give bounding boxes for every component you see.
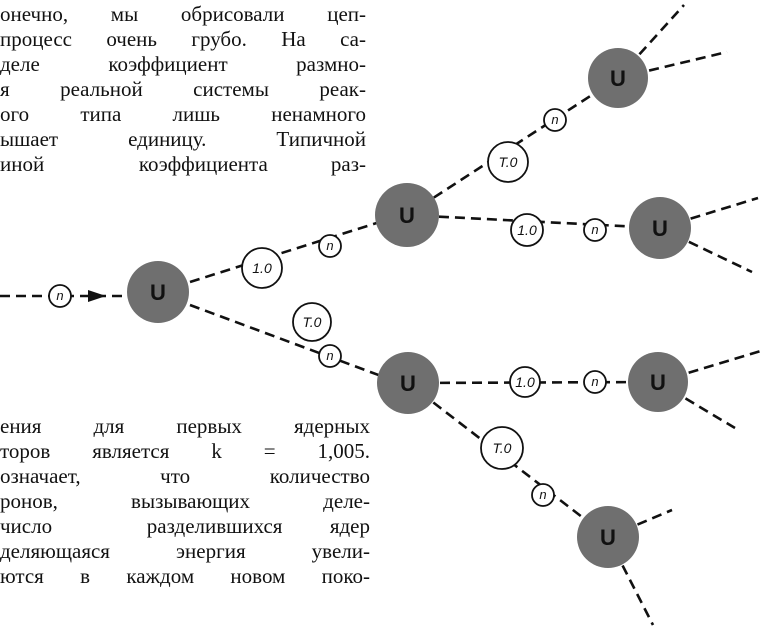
text-line: иной коэффициента раз-	[0, 152, 366, 176]
text-line: торов является k = 1,005.	[0, 439, 370, 463]
reaction-path-1	[189, 213, 403, 284]
reaction-path-2	[189, 303, 401, 385]
reaction-path-13	[607, 508, 673, 539]
text-line: ого типа лишь ненамного	[0, 102, 366, 126]
nucleus-label: U	[610, 66, 626, 91]
text-line: процесс очень грубо. На са-	[0, 27, 366, 51]
marker-circle	[543, 108, 567, 132]
text-line: ронов, вызывающих деле-	[0, 489, 370, 513]
nucleus: U	[377, 352, 439, 414]
marker-label: T.0	[493, 440, 512, 456]
nucleus-label: U	[650, 370, 666, 395]
nucleus-label: U	[652, 216, 668, 241]
marker-label: n	[551, 112, 558, 127]
marker-circle	[480, 426, 524, 470]
marker-label: n	[591, 374, 598, 389]
nucleus: U	[127, 261, 189, 323]
reaction-path-6	[407, 381, 609, 539]
neutron-marker: n	[531, 483, 555, 507]
neutron-marker: T.0	[487, 141, 529, 183]
neutron-marker: 1.0	[510, 213, 544, 247]
neutron-marker: n	[318, 234, 342, 258]
text-line: число разделившихся ядер	[0, 514, 370, 538]
text-line: онечно, мы обрисовали цеп-	[0, 2, 366, 26]
nucleus-label: U	[600, 525, 616, 550]
marker-label: n	[326, 348, 333, 363]
marker-label: n	[326, 238, 333, 253]
text-top: онечно, мы обрисовали цеп- процесс очень…	[0, 2, 366, 177]
marker-label: n	[539, 487, 546, 502]
nucleus: U	[628, 352, 688, 412]
marker-label: n	[591, 222, 598, 237]
marker-circle	[48, 284, 72, 308]
nucleus-label: U	[400, 371, 416, 396]
neutron-marker: 1.0	[241, 247, 283, 289]
nucleus: U	[629, 197, 691, 259]
marker-circle	[509, 366, 541, 398]
marker-circle	[318, 344, 342, 368]
neutron-marker: n	[543, 108, 567, 132]
text-line: ются в каждом новом поко-	[0, 564, 370, 588]
marker-label: n	[56, 288, 63, 303]
text-line: ения для первых ядерных	[0, 414, 370, 438]
text-line: ышает единицу. Типичной	[0, 127, 366, 151]
marker-label: T.0	[303, 314, 322, 330]
neutron-marker: n	[583, 218, 607, 242]
marker-label: 1.0	[252, 260, 272, 276]
nucleus: U	[588, 48, 648, 108]
text-bottom: ения для первых ядерных торов является k…	[0, 414, 370, 589]
nucleus-circle	[127, 261, 189, 323]
nucleus: U	[375, 183, 439, 247]
marker-circle	[510, 213, 544, 247]
neutron-marker: n	[318, 344, 342, 368]
marker-circle	[292, 302, 332, 342]
reaction-path-4	[406, 213, 661, 230]
marker-circle	[583, 370, 607, 394]
nucleus-label: U	[399, 203, 415, 228]
marker-circle	[583, 218, 607, 242]
text-line: означает, что количество	[0, 464, 370, 488]
neutron-marker: 1.0	[509, 366, 541, 398]
nucleus-circle	[628, 352, 688, 412]
marker-label: T.0	[499, 154, 518, 170]
nucleus-circle	[588, 48, 648, 108]
text-line: я реальной системы реак-	[0, 77, 366, 101]
marker-label: 1.0	[517, 222, 537, 238]
reaction-paths	[0, 4, 765, 626]
neutron-marker: n	[583, 370, 607, 394]
text-line: деляющаяся энергия увели-	[0, 539, 370, 563]
marker-circle	[241, 247, 283, 289]
neutron-marker: T.0	[292, 302, 332, 342]
marker-circle	[318, 234, 342, 258]
nucleus-circle	[375, 183, 439, 247]
reaction-path-3	[406, 76, 619, 217]
nucleus-circle	[377, 352, 439, 414]
nucleus-circle	[577, 506, 639, 568]
incoming-arrow-icon	[88, 290, 106, 302]
text-line: деле коэффициент размно-	[0, 52, 366, 76]
nuclei-group: U U U U U U U	[127, 48, 691, 568]
nucleus-circle	[629, 197, 691, 259]
reaction-path-5	[407, 380, 659, 385]
neutron-marker: T.0	[480, 426, 524, 470]
marker-circle	[531, 483, 555, 507]
nucleus: U	[577, 506, 639, 568]
marker-label: 1.0	[515, 374, 535, 390]
marker-circle	[487, 141, 529, 183]
nucleus-label: U	[150, 280, 166, 305]
neutron-marker: n	[48, 284, 72, 308]
